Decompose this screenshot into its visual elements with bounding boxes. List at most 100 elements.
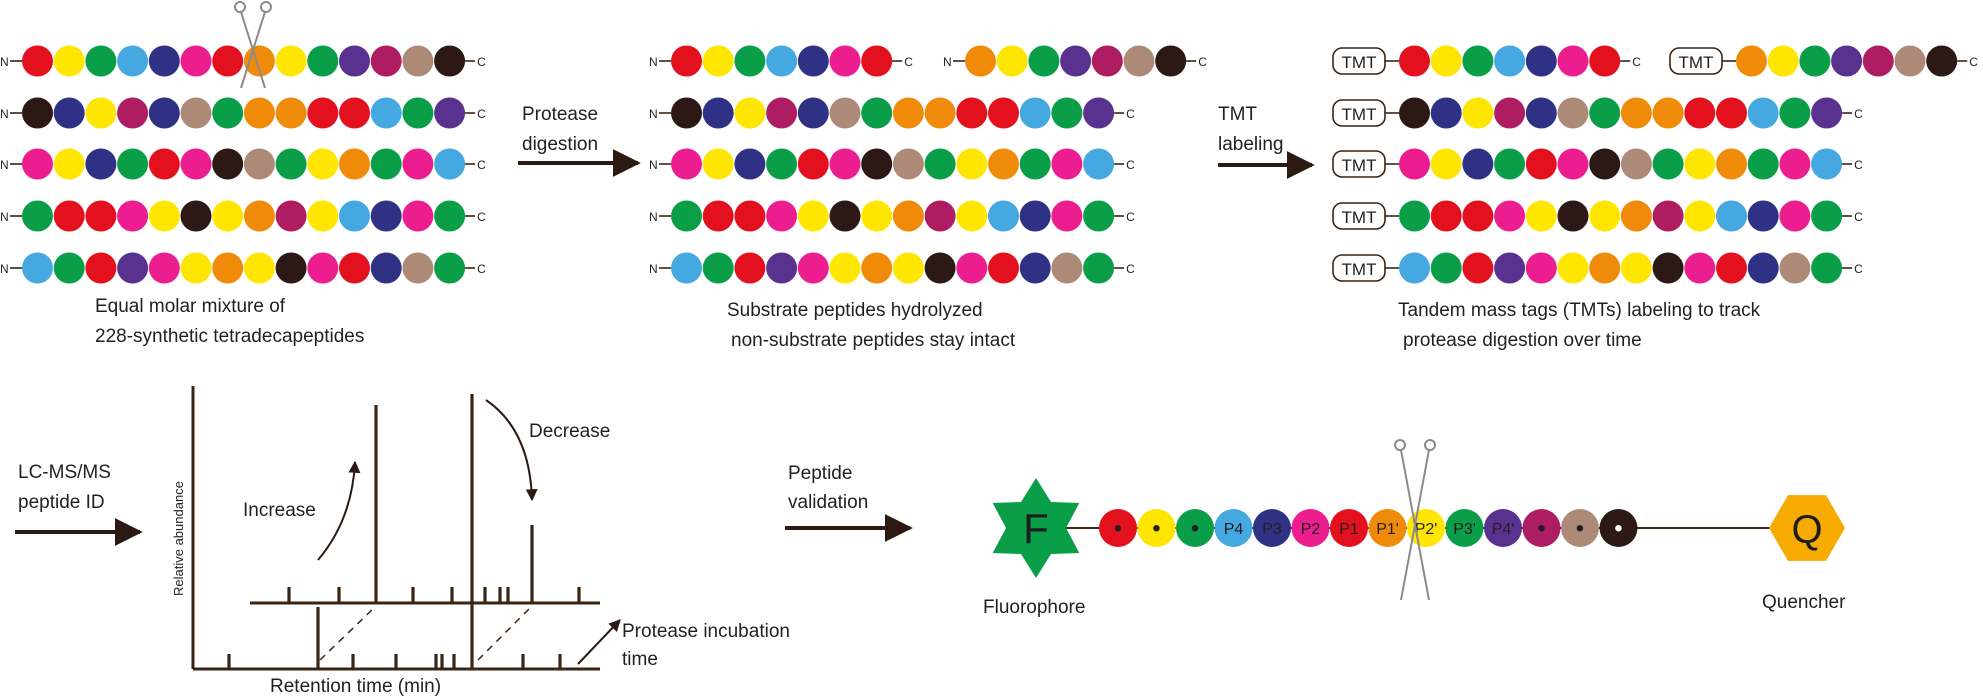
- amino-acid-bead: [307, 97, 339, 129]
- amino-acid-bead: [402, 45, 434, 77]
- amino-acid-bead: [766, 252, 798, 284]
- amino-acid-bead: [1767, 45, 1799, 77]
- amino-acid-bead: [766, 97, 798, 129]
- amino-acid-bead: [339, 97, 370, 129]
- label-increase: Increase: [243, 500, 316, 521]
- amino-acid-bead: [243, 148, 275, 180]
- amino-acid-bead: [1716, 252, 1747, 284]
- amino-acid-bead: [702, 252, 734, 284]
- amino-acid-bead: [1028, 45, 1060, 77]
- amino-acid-bead: [1799, 45, 1831, 77]
- label-protease: Protease: [522, 104, 598, 125]
- probe-bead: [1599, 509, 1638, 547]
- amino-acid-bead: [53, 252, 85, 284]
- amino-acid-bead: [1926, 45, 1958, 77]
- c-terminus-label: C: [1969, 55, 1978, 69]
- c-terminus-label: C: [1854, 262, 1863, 276]
- amino-acid-bead: [829, 45, 861, 77]
- probe-bead-label: P1: [1339, 521, 1359, 538]
- tmt-tag-label: TMT: [1342, 208, 1377, 227]
- amino-acid-bead: [1051, 200, 1083, 232]
- amino-acid-bead: [797, 97, 829, 129]
- amino-acid-bead: [734, 97, 766, 129]
- amino-acid-bead: [1019, 200, 1051, 232]
- amino-acid-bead: [370, 200, 402, 232]
- amino-acid-bead: [797, 148, 829, 180]
- amino-acid-bead: [1557, 252, 1589, 284]
- amino-acid-bead: [1589, 252, 1621, 284]
- amino-acid-bead: [339, 200, 370, 232]
- amino-acid-bead: [243, 200, 275, 232]
- n-terminus-label: N: [649, 210, 658, 224]
- amino-acid-bead: [307, 45, 339, 77]
- peptide-chain: TMT C: [1669, 45, 1978, 77]
- amino-acid-bead: [892, 252, 924, 284]
- amino-acid-bead: [1494, 252, 1526, 284]
- amino-acid-bead: [1430, 252, 1462, 284]
- probe-bead: [1291, 509, 1330, 547]
- c-terminus-label: C: [477, 262, 486, 276]
- amino-acid-bead: [22, 97, 53, 129]
- amino-acid-bead: [1589, 97, 1621, 129]
- amino-acid-bead: [1430, 148, 1462, 180]
- probe-scissors-icon: [1394, 439, 1436, 601]
- probe-bead: [1099, 509, 1137, 547]
- amino-acid-bead: [1557, 200, 1589, 232]
- decrease-arrow: [485, 399, 538, 502]
- n-terminus-label: N: [0, 262, 9, 276]
- amino-acid-bead: [212, 97, 244, 129]
- amino-acid-bead: [275, 252, 307, 284]
- amino-acid-bead: [988, 148, 1019, 180]
- amino-acid-bead: [1716, 148, 1747, 180]
- amino-acid-bead: [1747, 97, 1779, 129]
- c-terminus-label: C: [1126, 210, 1135, 224]
- amino-acid-bead: [924, 97, 956, 129]
- caption-digested-line2: non-substrate peptides stay intact: [731, 330, 1016, 351]
- amino-acid-bead: [861, 97, 893, 129]
- amino-acid-bead: [766, 148, 798, 180]
- probe-bead: [1445, 509, 1484, 547]
- amino-acid-bead: [1779, 200, 1811, 232]
- amino-acid-bead: [22, 148, 53, 180]
- tmt-tag-label: TMT: [1679, 53, 1714, 72]
- amino-acid-bead: [1620, 97, 1652, 129]
- amino-acid-bead: [212, 200, 244, 232]
- probe-bead-label: •: [1152, 515, 1160, 542]
- amino-acid-bead: [212, 252, 244, 284]
- tmt-tag-label: TMT: [1342, 156, 1377, 175]
- label-incubation-line2: time: [622, 649, 658, 670]
- amino-acid-bead: [307, 200, 339, 232]
- amino-acid-bead: [434, 200, 466, 232]
- amino-acid-bead: [702, 148, 734, 180]
- amino-acid-bead: [892, 97, 924, 129]
- amino-acid-bead: [797, 252, 829, 284]
- amino-acid-bead: [307, 148, 339, 180]
- amino-acid-bead: [988, 97, 1019, 129]
- amino-acid-bead: [1779, 148, 1811, 180]
- peak-connectors: [319, 605, 533, 661]
- label-tmt: TMT: [1218, 104, 1257, 125]
- probe-bead: [1137, 509, 1176, 547]
- amino-acid-bead: [1060, 45, 1092, 77]
- amino-acid-bead: [671, 200, 702, 232]
- amino-acid-bead: [117, 148, 149, 180]
- amino-acid-bead: [956, 148, 988, 180]
- amino-acid-bead: [1779, 252, 1811, 284]
- amino-acid-bead: [1051, 148, 1083, 180]
- amino-acid-bead: [53, 148, 85, 180]
- amino-acid-bead: [402, 252, 434, 284]
- amino-acid-bead: [402, 97, 434, 129]
- c-terminus-label: C: [477, 158, 486, 172]
- amino-acid-bead: [1083, 148, 1115, 180]
- amino-acid-bead: [1462, 45, 1494, 77]
